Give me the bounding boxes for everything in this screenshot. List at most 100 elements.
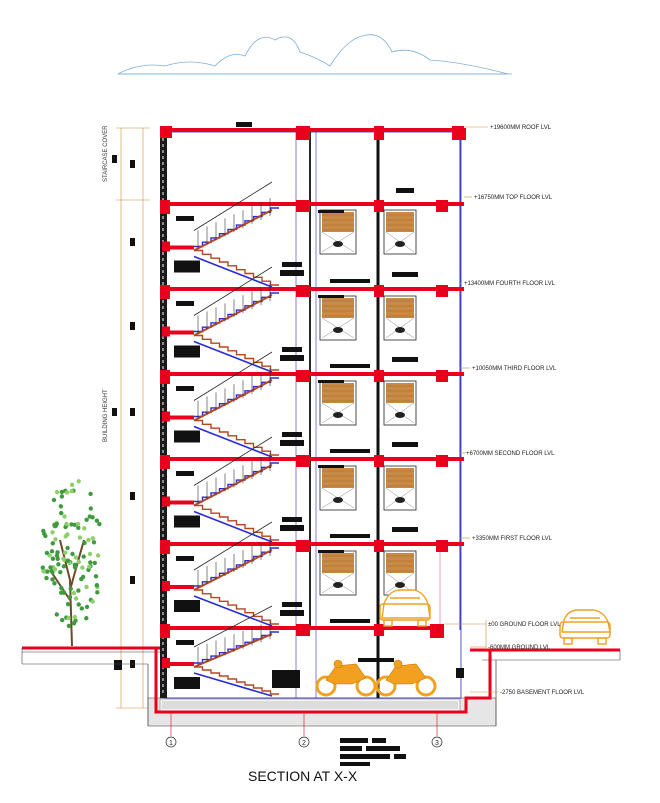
tree-leaf (62, 557, 67, 562)
dim-block (318, 550, 344, 553)
level-roof: +19600MM ROOF LVL (490, 125, 552, 131)
svg-text:2: 2 (302, 740, 306, 747)
dim-block (280, 610, 304, 616)
tree-leaf (62, 550, 68, 555)
dim-block (282, 347, 302, 352)
cloud-icon (117, 34, 512, 75)
car-icon (559, 609, 611, 645)
dim-block (282, 432, 302, 437)
tree-leaf (59, 510, 64, 516)
dimension-text-blocks (112, 155, 135, 670)
tree-leaf (76, 479, 81, 484)
tree-leaf (73, 555, 79, 560)
level-ground-floor: ±00 GROUND FLOOR LVL (488, 622, 561, 628)
staircase-cover-label: STAIRCASE COVER (103, 125, 109, 182)
tree-leaf (76, 559, 82, 565)
tree-leaf (79, 606, 85, 611)
tree-leaf (71, 590, 77, 596)
tree-leaf (87, 551, 93, 557)
tree-leaf (54, 521, 59, 527)
tree-leaf (54, 553, 60, 558)
tree-leaf (50, 530, 55, 535)
dim-block (280, 270, 304, 276)
tree-leaf (88, 491, 93, 497)
dimension-lines (116, 127, 150, 709)
tree-leaf (75, 521, 81, 527)
tree-leaf (51, 497, 57, 503)
dim-block (318, 210, 344, 213)
level-basement: -2750 BASEMENT FLOOR LVL (500, 690, 585, 696)
dim-block (330, 534, 370, 538)
dim-block (282, 517, 302, 522)
tree-leaf (56, 562, 61, 567)
tree-leaf (53, 537, 58, 542)
tree-leaf (50, 556, 56, 561)
tree-leaf (64, 521, 69, 527)
tree-leaf (59, 494, 65, 499)
tree-leaf (59, 489, 65, 495)
tree-leaf (63, 534, 68, 539)
door (319, 209, 357, 255)
foundation (147, 648, 497, 727)
dim-block (392, 272, 418, 277)
stair-flight (162, 521, 279, 627)
level-ground: -600MM GROUND LVL (488, 645, 551, 651)
tree-leaf (76, 588, 81, 593)
tree-leaf (88, 560, 93, 565)
tree-leaf (70, 551, 75, 557)
dim-block (392, 357, 418, 362)
tree-leaf (72, 562, 78, 567)
tree-leaf (48, 565, 53, 570)
tree-leaf (81, 554, 86, 559)
tree-leaf (54, 489, 60, 495)
door (383, 380, 417, 426)
dim-block (330, 619, 370, 623)
tree-leaf (84, 616, 89, 621)
tree-leaf (82, 540, 87, 546)
doors (319, 209, 417, 596)
tree-leaf (88, 506, 94, 511)
dim-block (282, 262, 302, 267)
tree-leaf (41, 569, 46, 574)
tree-leaf (91, 540, 97, 545)
tree-leaf (79, 576, 84, 582)
tree-leaf (84, 584, 89, 590)
tree-leaf (52, 581, 57, 586)
section-title: SECTION AT X-X (248, 768, 358, 784)
tree-leaf (97, 521, 102, 527)
tree-leaf (60, 617, 65, 623)
door (383, 550, 417, 596)
tree-leaf (45, 569, 50, 574)
tree-leaf (93, 574, 99, 579)
tree-leaf (66, 615, 71, 621)
level-leader-lines (444, 126, 498, 693)
svg-text:1: 1 (169, 740, 173, 747)
dim-block (330, 364, 370, 368)
level-third: +10050MM THIRD FLOOR LVL (472, 366, 557, 372)
tree-leaf (64, 490, 70, 495)
dim-block (456, 668, 464, 678)
level-top: +16750MM TOP FLOOR LVL (474, 195, 553, 201)
tree-leaf (44, 575, 49, 581)
tree-leaf (55, 550, 60, 555)
tree-leaf (90, 536, 96, 541)
tree-leaf (77, 535, 83, 540)
tree-leaf (49, 549, 55, 554)
slab-beams (160, 126, 464, 638)
tree-leaf (69, 522, 74, 527)
motorbike-icon (315, 659, 377, 697)
tree-leaf (73, 618, 78, 623)
level-fourth: +13400MM FOURTH FLOOR LVL (464, 281, 556, 287)
tree-leaf (87, 564, 92, 569)
tree-leaf (40, 565, 45, 570)
tree-leaf (50, 541, 55, 546)
level-second: +6700MM SECOND FLOOR LVL (466, 451, 555, 457)
door (319, 550, 357, 596)
building-height-label: BUILDING HEIGHT (103, 389, 109, 442)
stair-flight (162, 181, 279, 288)
svg-text:3: 3 (435, 740, 439, 747)
annotation-blocks (236, 122, 464, 688)
dim-block (330, 449, 370, 453)
floor-slabs (162, 128, 466, 630)
